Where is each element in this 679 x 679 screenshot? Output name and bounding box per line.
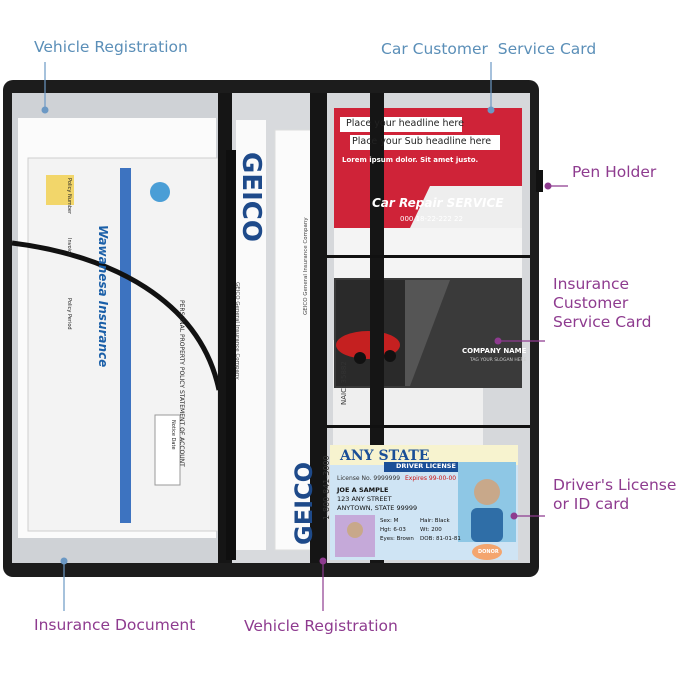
license-donor: DONOR [478, 549, 499, 555]
callout-insurance-line3: Service Card [553, 313, 652, 331]
insurance-policy-title: PERSONAL PROPERTY POLICY STATEMENT OF AC… [178, 300, 185, 467]
red-card-headline: Place your headline here [346, 118, 464, 129]
callout-car-customer-service-card: Car Customer Service Card [381, 40, 597, 58]
geico-paper [236, 120, 266, 550]
license-address2: ANYTOWN, STATE 99999 [337, 504, 418, 512]
pocket-curve [11, 240, 222, 391]
license-dob: DOB: 81-01-81 [420, 536, 461, 542]
red-card-subheadline: Place your Sub headline here [352, 136, 492, 147]
insurance-policy-period: Policy Period [66, 298, 72, 330]
geico-brand-bottom: GEICO [290, 461, 318, 545]
insurance-policy-number: Policy Number [66, 178, 72, 215]
geico-naic: NAIC: 35882 [340, 361, 348, 405]
license-expires: Expires 99-00-00 [405, 475, 457, 482]
red-card-phone: 000 18-22-222 22 [400, 215, 463, 223]
geico-brand-top: GEICO [236, 152, 266, 242]
insurance-company: Wawanesa Insurance [96, 225, 110, 368]
insurance-invoice: Invoice [66, 238, 72, 256]
car-card-slogan: TAG YOUR SLOGAN HERE [470, 358, 527, 363]
callout-drivers-line2: or ID card [553, 495, 630, 513]
license-address1: 123 ANY STREET [337, 495, 392, 503]
callout-vehicle-registration-top: Vehicle Registration [34, 38, 188, 56]
license-state: ANY STATE [340, 448, 430, 464]
car-card-company: COMPANY NAME [462, 347, 527, 355]
callout-drivers-license: Driver's License or ID card [553, 476, 676, 514]
geico-line-2: GEICO General Insurance Company [303, 217, 309, 315]
license-sex: Sex: M [380, 518, 399, 524]
callout-vehicle-registration-bottom: Vehicle Registration [244, 617, 398, 635]
callout-insurance-line2: Customer [553, 294, 629, 312]
geico-phone: 1-800-841-3000 [322, 455, 331, 520]
callout-insurance-customer-service-card: Insurance Customer Service Card [553, 275, 651, 332]
insurance-notice: Notice Date [170, 420, 176, 450]
license-name: JOE A SAMPLE [337, 486, 389, 494]
pen-holder [536, 170, 543, 192]
callout-insurance-line1: Insurance [553, 275, 630, 293]
red-card-lorem: Lorem ipsum dolor. Sit amet justo. [342, 156, 479, 164]
red-card-service: Car Repair SERVICE [372, 196, 504, 210]
license-type: DRIVER LICENSE [396, 462, 456, 470]
license-height: Hgt: 6-03 [380, 527, 406, 533]
license-number: License No. 9999999 [337, 475, 401, 482]
geico-line: GEICO General Insurance Company [234, 282, 240, 380]
license-hair: Hair: Black [420, 518, 450, 524]
callout-pen-holder: Pen Holder [572, 163, 657, 181]
license-eyes: Eyes: Brown [380, 536, 414, 542]
license-weight: Wt: 200 [420, 527, 442, 533]
strap-mid [310, 93, 327, 563]
callout-insurance-document: Insurance Document [34, 616, 196, 634]
callout-drivers-line1: Driver's License [553, 476, 677, 494]
